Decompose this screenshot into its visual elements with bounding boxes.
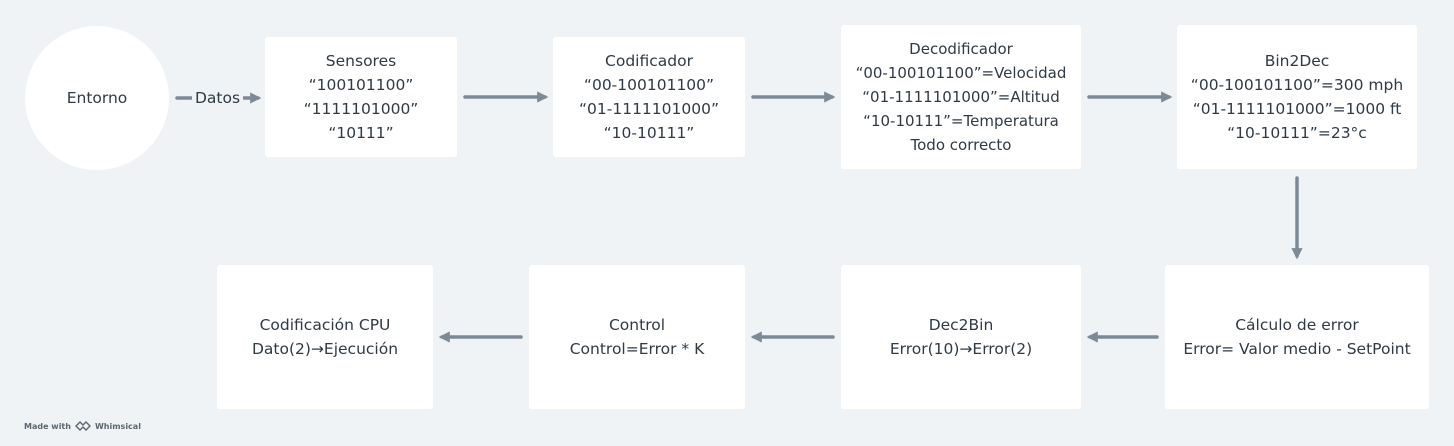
node-codificador-line: “00-100101100” (583, 76, 715, 94)
node-decodificador[interactable]: Decodificador “00-100101100”=Velocidad “… (841, 25, 1081, 169)
node-dec2bin[interactable]: Dec2Bin Error(10)→Error(2) (841, 265, 1081, 409)
node-sensores[interactable]: Sensores “100101100” “1111101000” “10111… (265, 37, 457, 157)
node-sensores-line: “100101100” (308, 76, 414, 94)
node-decodificador-line: “00-100101100”=Velocidad (855, 64, 1067, 82)
node-dec2bin-title: Dec2Bin (928, 316, 994, 334)
node-bin2dec-line: “10-10111”=23°c (1227, 124, 1367, 142)
node-decodificador-line: “10-10111”=Temperatura (863, 112, 1059, 130)
node-bin2dec-line: “00-100101100”=300 mph (1190, 76, 1404, 94)
node-bin2dec-title: Bin2Dec (1264, 52, 1330, 70)
node-codificacion-cpu[interactable]: Codificación CPU Dato(2)→Ejecución (217, 265, 433, 409)
node-control-line: Control=Error * K (569, 340, 705, 358)
made-with-label: Made with (24, 421, 71, 431)
node-codificador[interactable]: Codificador “00-100101100” “01-111110100… (553, 37, 745, 157)
node-codificador-line: “10-10111” (603, 124, 695, 142)
node-entorno-label: Entorno (66, 89, 128, 107)
node-decodificador-line: “01-1111101000”=Altitud (862, 88, 1060, 106)
node-codificacion-title: Codificación CPU (259, 316, 391, 334)
node-codificador-line: “01-1111101000” (579, 100, 719, 118)
node-bin2dec-line: “01-1111101000”=1000 ft (1192, 100, 1402, 118)
whimsical-brand-label: Whimsical (94, 421, 141, 431)
whimsical-logo-icon (74, 421, 91, 431)
edge-label-datos: Datos (192, 87, 244, 109)
node-decodificador-line: Todo correcto (910, 136, 1012, 154)
made-with-footer[interactable]: Made with Whimsical (24, 421, 141, 431)
node-control[interactable]: Control Control=Error * K (529, 265, 745, 409)
node-calculo-error[interactable]: Cálculo de error Error= Valor medio - Se… (1165, 265, 1429, 409)
node-bin2dec[interactable]: Bin2Dec “00-100101100”=300 mph “01-11111… (1177, 25, 1417, 169)
node-sensores-line: “10111” (328, 124, 394, 142)
node-codificador-title: Codificador (605, 52, 693, 70)
node-sensores-title: Sensores (325, 52, 397, 70)
node-calculo-line: Error= Valor medio - SetPoint (1183, 340, 1411, 358)
node-control-title: Control (608, 316, 666, 334)
node-calculo-title: Cálculo de error (1235, 316, 1359, 334)
node-entorno[interactable]: Entorno (25, 26, 169, 170)
node-sensores-line: “1111101000” (303, 100, 419, 118)
node-codificacion-line: Dato(2)→Ejecución (251, 340, 399, 358)
node-decodificador-title: Decodificador (909, 40, 1013, 58)
node-dec2bin-line: Error(10)→Error(2) (889, 340, 1033, 358)
